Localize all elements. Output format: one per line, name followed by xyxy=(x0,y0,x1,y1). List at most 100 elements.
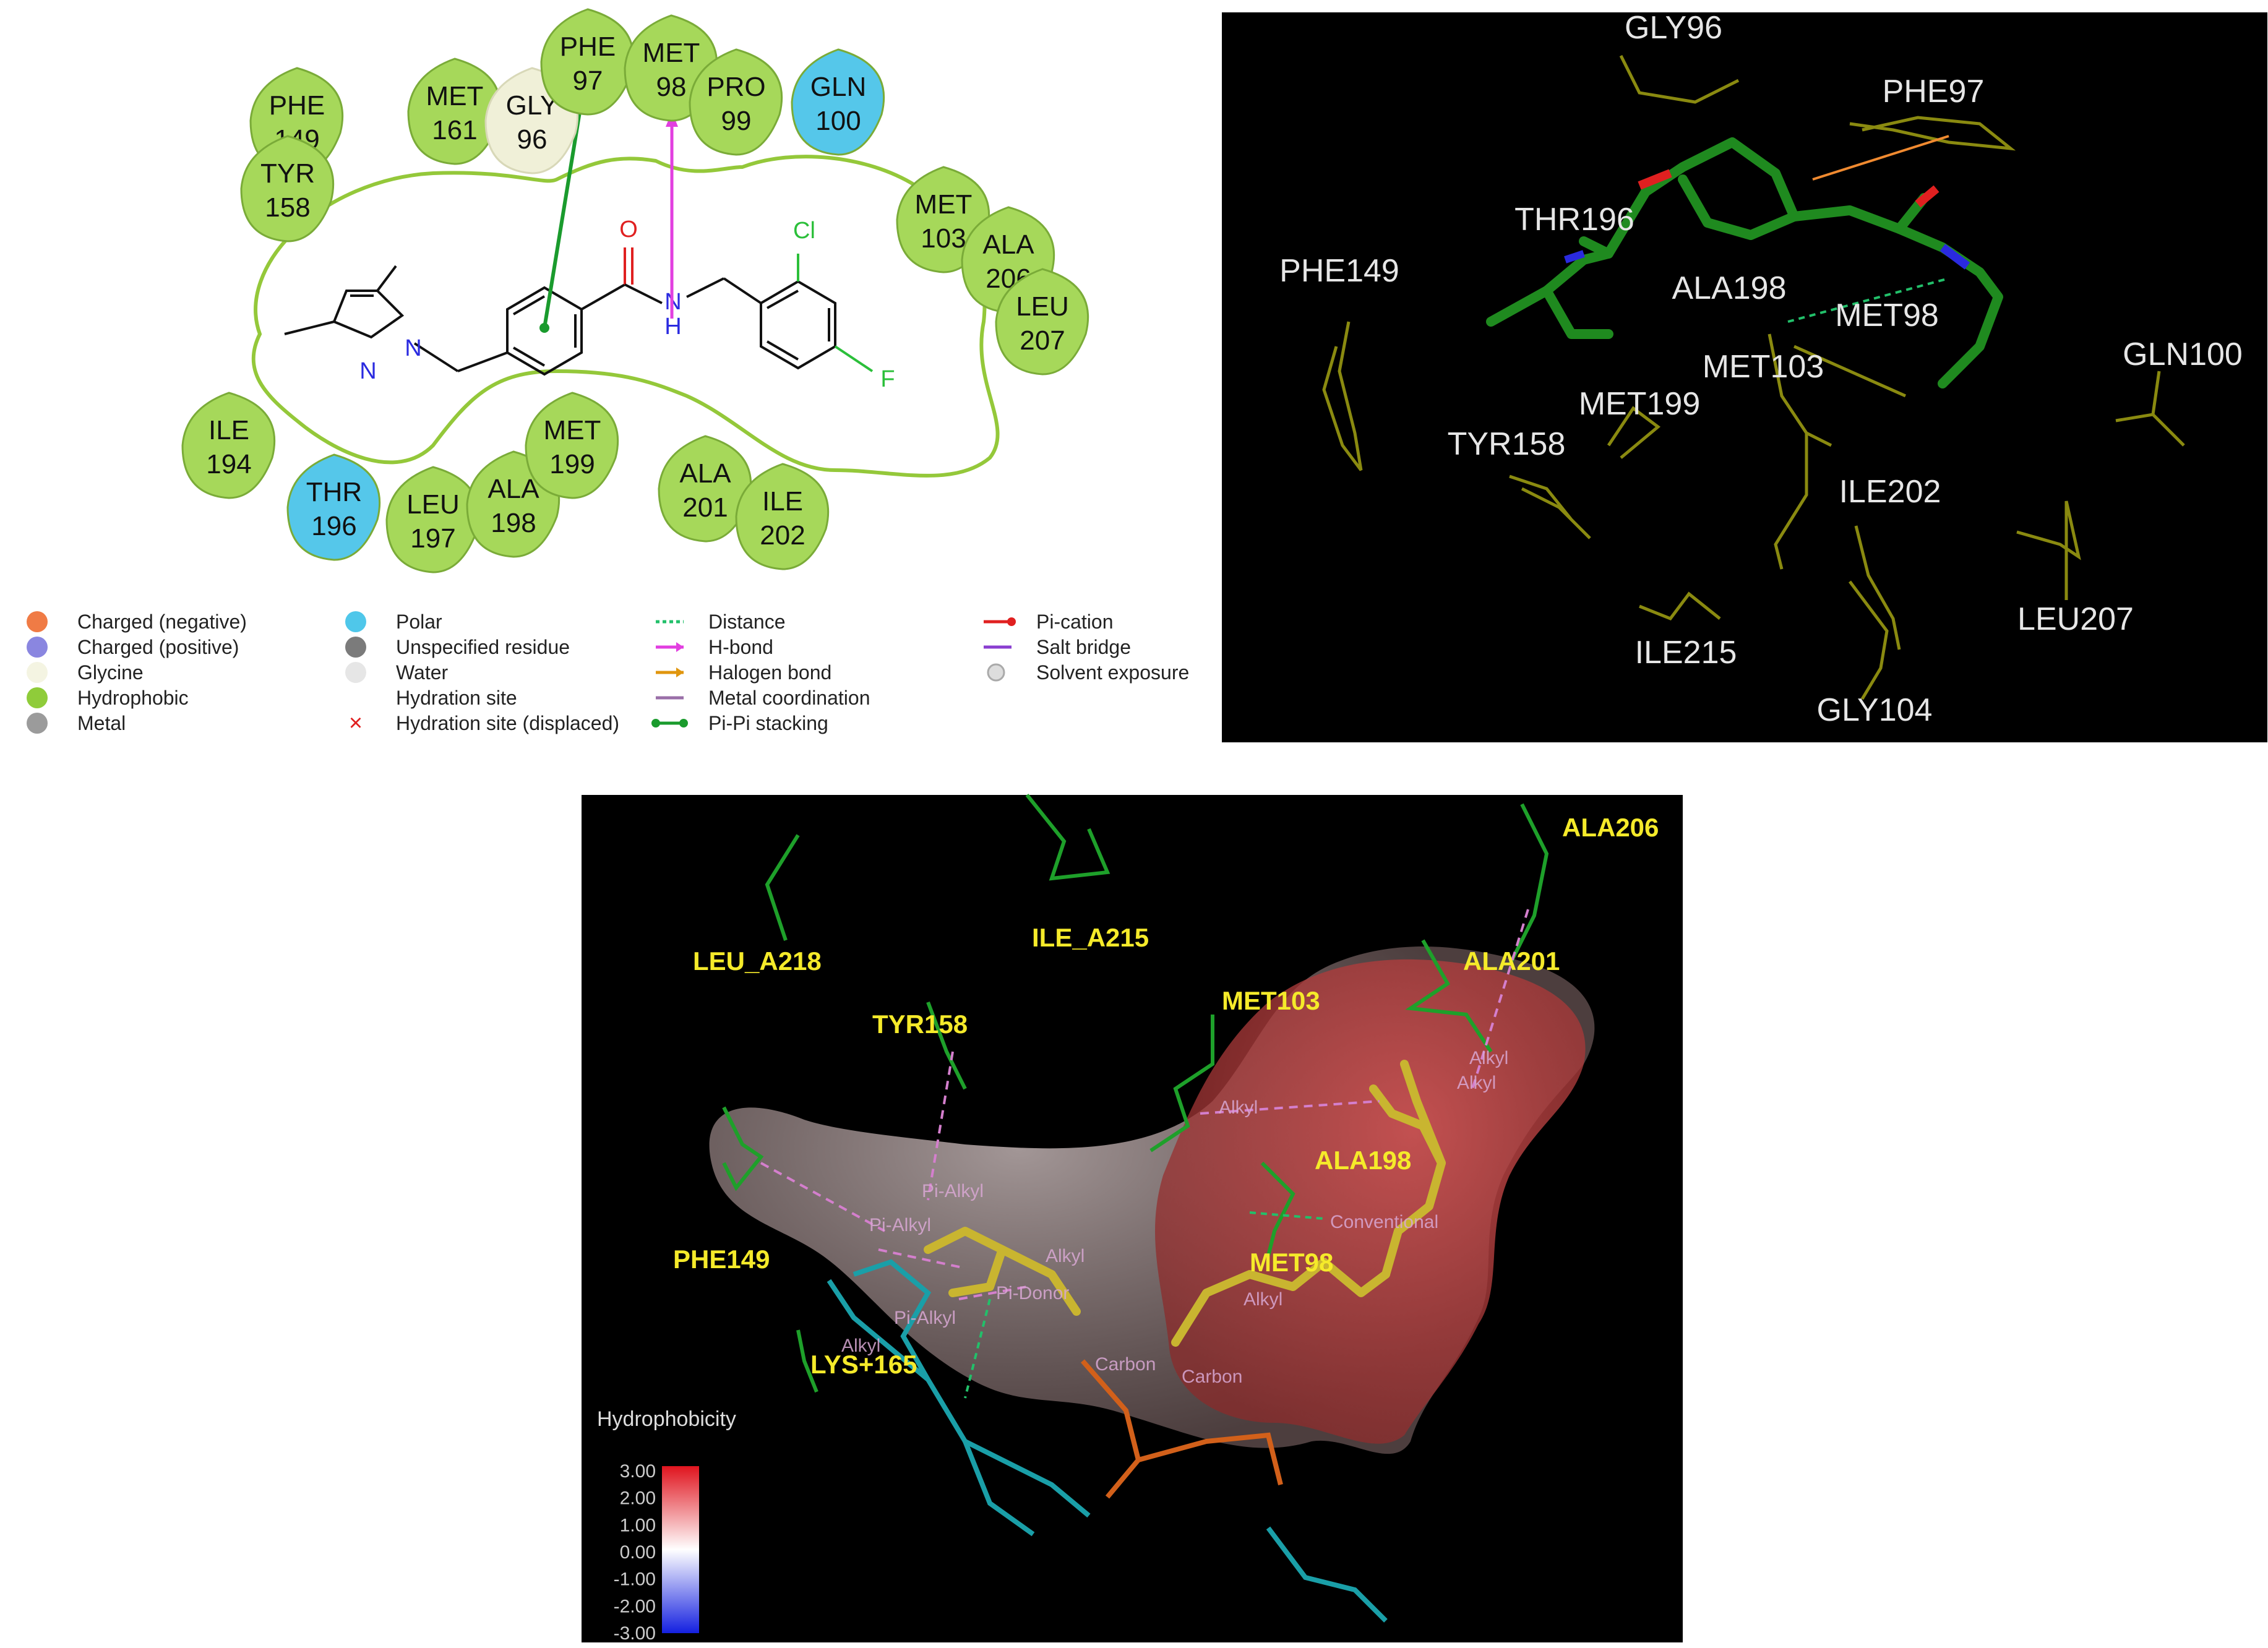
legend-label: Salt bridge xyxy=(1036,636,1131,658)
legend-label: Unspecified residue xyxy=(396,636,570,658)
residue-tyr-158: TYR158 xyxy=(240,135,335,242)
legend-swatch xyxy=(27,713,48,734)
hydrophobicity-colorbar: Hydrophobicity 3.002.001.000.00-1.00-2.0… xyxy=(597,1407,736,1644)
nitrogen-bond-blue xyxy=(1939,244,1970,270)
oxygen-bond-red xyxy=(1915,185,1939,208)
residue-shape xyxy=(286,453,381,561)
legend-item: Charged (negative) xyxy=(27,611,247,633)
residue-label-tyr158: TYR158 xyxy=(1448,426,1566,462)
atom-pyrazole-n2: N xyxy=(405,335,421,361)
residue-sticks-cyan xyxy=(827,1259,1388,1623)
interaction-type-labels: AlkylAlkylAlkylPi-AlkylPi-AlkylAlkylPi-D… xyxy=(841,1048,1508,1387)
legend-swatch xyxy=(345,662,366,683)
legend-label: Distance xyxy=(708,611,786,633)
residue-name: ALA xyxy=(679,458,731,489)
residue-name: GLN xyxy=(810,72,866,102)
cross-icon: × xyxy=(349,710,363,736)
legend-item: Pi-cation xyxy=(984,611,1114,633)
residue-name: MET xyxy=(643,38,700,68)
residue-met-199: MET199 xyxy=(525,392,619,499)
atom-pyrazole-n1: N xyxy=(359,358,376,384)
residue-gln-100: GLN 100 xyxy=(791,48,885,156)
legend-label: Hydration site (displaced) xyxy=(396,712,619,734)
legend-item: Charged (positive) xyxy=(27,636,239,658)
atom-oxygen: O xyxy=(619,217,638,242)
pi-interaction-line xyxy=(1812,135,1949,181)
interaction-label: Alkyl xyxy=(1219,1097,1258,1118)
residue-name: PRO xyxy=(707,72,765,102)
interaction-label: Pi-Alkyl xyxy=(894,1308,956,1328)
residue-name: ALA xyxy=(982,230,1034,260)
residue-number: 100 xyxy=(815,106,861,136)
legend-label: Metal xyxy=(77,712,126,734)
legend-item: Hydrophobic xyxy=(27,687,189,709)
interaction-label: Conventional xyxy=(1330,1212,1438,1232)
interaction-label: Pi-Donor xyxy=(996,1283,1069,1303)
legend-item: Glycine xyxy=(27,661,144,684)
residue-sticks xyxy=(1322,54,2185,700)
legend-item: Pi-Pi stacking xyxy=(651,712,828,734)
residue-number: 97 xyxy=(573,66,603,96)
legend-swatch xyxy=(27,687,48,708)
legend-swatch xyxy=(27,637,48,658)
residue-label-met199: MET199 xyxy=(1579,386,1701,422)
residue-label-gly96: GLY96 xyxy=(1625,10,1722,46)
pi-pi-endpoint xyxy=(539,323,549,333)
residue-shape xyxy=(181,392,276,499)
colorbar-tick-label: 2.00 xyxy=(620,1488,656,1509)
residue-shape xyxy=(240,135,335,242)
legend-label: Halogen bond xyxy=(708,661,831,684)
residue-label-gly104: GLY104 xyxy=(1817,692,1933,728)
colorbar-gradient xyxy=(662,1466,699,1633)
residue-number: 158 xyxy=(265,192,310,223)
legend-item: Distance xyxy=(656,611,786,633)
colorbar-tick-label: 1.00 xyxy=(620,1515,656,1535)
interaction-label: Carbon xyxy=(1182,1367,1242,1387)
residue-shape xyxy=(385,466,480,573)
interaction-label: Pi-Alkyl xyxy=(922,1181,984,1201)
phosphate-chain xyxy=(1080,1359,1283,1499)
colorbar-tick-label: -2.00 xyxy=(614,1596,656,1616)
legend-label: Solvent exposure xyxy=(1036,661,1189,684)
legend-label: Metal coordination xyxy=(708,687,870,709)
colorbar-tick-label: -1.00 xyxy=(614,1569,656,1590)
residue-shape xyxy=(540,8,635,116)
legend-item: Polar xyxy=(345,611,442,633)
residue-markers: PHE149TYR158MET161GLY96PHE97MET98PRO99GL… xyxy=(181,8,1089,573)
ligand-3d-yellow xyxy=(924,1060,1446,1347)
legend-item: Hydration site xyxy=(396,687,517,709)
oxygen-bond-red xyxy=(1638,169,1672,190)
legend-item: H-bond xyxy=(656,636,773,658)
residue-name: TYR xyxy=(260,158,315,189)
legend-item: Water xyxy=(345,661,449,684)
residue-label-ile215: ILE215 xyxy=(1635,635,1737,671)
panel-3d-surface: ALA206LEU_A218ILE_A215ALA201TYR158MET103… xyxy=(582,794,1683,1644)
residue-ile-202: ILE202 xyxy=(735,463,830,570)
panel-3d-background xyxy=(1222,12,2267,742)
residue-shape xyxy=(689,48,783,156)
legend-swatch xyxy=(27,662,48,683)
residue-label-phe149: PHE149 xyxy=(673,1245,770,1274)
interaction-label: Alkyl xyxy=(1046,1246,1085,1266)
interaction-dashes xyxy=(760,909,1529,1300)
residue-name: THR xyxy=(306,477,362,507)
legend-label: Water xyxy=(396,661,449,684)
residue-shape xyxy=(658,435,752,543)
residue-leu-207: LEU207 xyxy=(995,268,1089,376)
molecular-surface-hydrophobic xyxy=(1155,959,1586,1444)
residue-name: MET xyxy=(915,189,973,220)
legend-item: Halogen bond xyxy=(656,661,831,684)
interaction-label: Pi-Alkyl xyxy=(869,1215,931,1235)
residue-label-ile-a215: ILE_A215 xyxy=(1032,923,1149,952)
residue-name: LEU xyxy=(406,489,460,520)
residue-number: 96 xyxy=(517,124,548,155)
residue-label-tyr158: TYR158 xyxy=(872,1010,968,1039)
legend-item: Solvent exposure xyxy=(987,661,1189,684)
interaction-label: Alkyl xyxy=(841,1336,880,1356)
legend-label: Polar xyxy=(396,611,442,633)
residue-number: 103 xyxy=(921,223,966,254)
legend-item: Metal coordination xyxy=(656,687,870,709)
residue-number: 161 xyxy=(432,115,477,145)
